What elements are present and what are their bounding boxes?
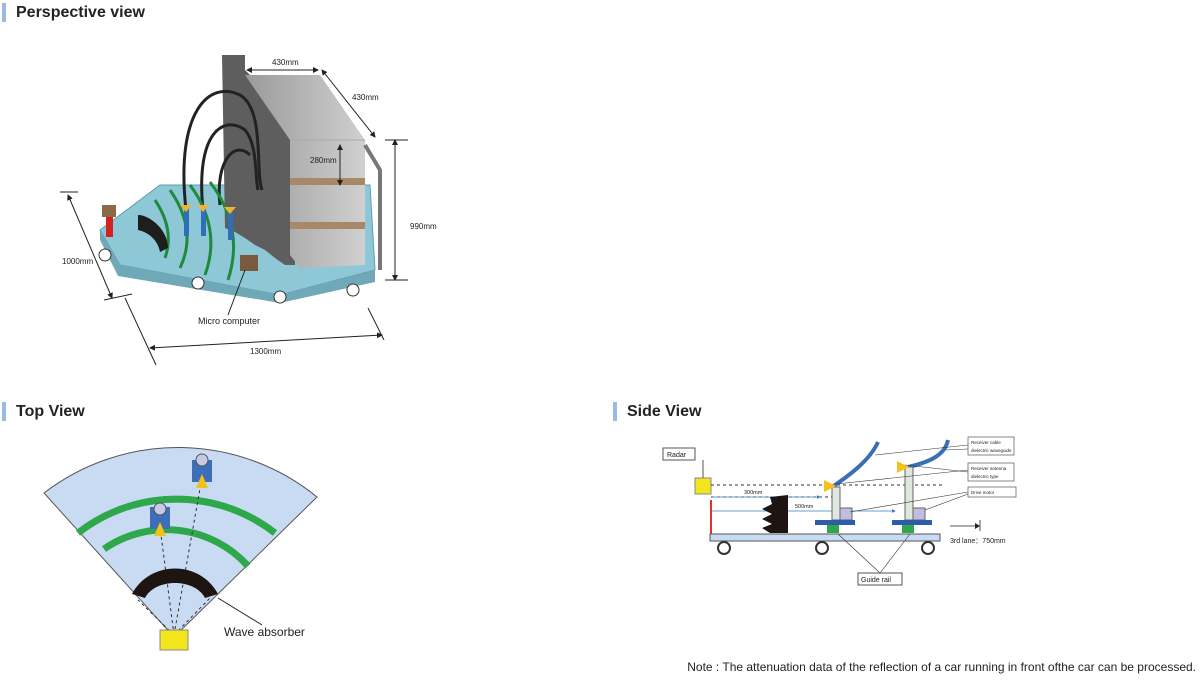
radar-pole (106, 215, 113, 237)
wheel (273, 290, 287, 304)
receiver-cable-label: Receiver cable (971, 440, 1001, 445)
receiver-cable (182, 89, 264, 211)
wave-absorber (762, 495, 788, 533)
box-band (290, 178, 365, 185)
wave-absorber-label: Wave absorber (224, 625, 305, 639)
dim-500: 500mm (795, 504, 814, 510)
receiver-post (831, 486, 841, 521)
wave-absorber (132, 568, 218, 598)
cart-base (709, 533, 941, 542)
dielectric-type-label: dielectric type (971, 474, 999, 479)
dim-430-side: 430mm (352, 93, 379, 102)
dim-430-top: 430mm (272, 58, 299, 67)
dim-990: 990mm (410, 222, 437, 231)
top-view-title: Top View (16, 402, 85, 420)
drive-motor-label: Drive motor (971, 490, 995, 495)
perspective-heading: Perspective view (2, 3, 145, 22)
receiver-cable (200, 123, 260, 211)
antenna (201, 206, 206, 236)
dim-300: 300mm (744, 490, 763, 496)
wheel (191, 276, 205, 290)
dielectric-waveguide-label: dielectric waveguide (971, 448, 1012, 453)
radar-label: Radar (667, 452, 687, 459)
footnote: Note : The attenuation data of the refle… (687, 660, 1196, 674)
radio-wave (188, 184, 213, 276)
cart-handle (363, 143, 382, 270)
dim-1000: 1000mm (62, 257, 93, 266)
side-view-heading: Side View (613, 402, 701, 421)
wave-arc (75, 495, 278, 536)
micro-computer-box (240, 255, 258, 271)
wave-arc (102, 526, 251, 569)
radio-wave (153, 199, 170, 259)
radar-unit (159, 629, 189, 651)
antenna (184, 206, 189, 236)
radar-fan (43, 447, 318, 638)
top-view-heading: Top View (2, 402, 85, 421)
wheel (98, 248, 112, 262)
wheel (921, 541, 935, 555)
heading-accent-bar (2, 402, 6, 421)
lane-label: 3rd lane：750mm (950, 538, 1006, 545)
receiver-cable (217, 148, 252, 206)
wheel (815, 541, 829, 555)
guide-rail-label: Guide rail (861, 577, 891, 584)
receiver-unit (192, 460, 212, 482)
radar-head (102, 205, 116, 217)
micro-computer-label: Micro computer (198, 316, 260, 326)
top-view-diagram: Wave absorber (43, 447, 318, 651)
drive-base (815, 520, 855, 525)
dim-280: 280mm (310, 156, 337, 165)
drive-base (892, 520, 932, 525)
dim-1300: 1300mm (250, 347, 281, 356)
side-view-title: Side View (627, 402, 702, 420)
wave-absorber (138, 215, 168, 252)
wheel (717, 541, 731, 555)
heading-accent-bar (613, 402, 617, 421)
antenna (228, 208, 233, 240)
receiver-post (904, 466, 914, 521)
side-view-diagram: Radar 300mm 500mm Receiver cable dielect… (662, 436, 1017, 586)
perspective-title: Perspective view (16, 3, 145, 21)
radar-unit (694, 477, 712, 495)
heading-accent-bar (2, 3, 6, 22)
receiver-antenna-label: Receiver antenna (971, 466, 1007, 471)
perspective-diagram: Micro computer 430mm 430mm 280mm 990mm 1… (60, 55, 437, 366)
wheel (346, 283, 360, 297)
box-band (290, 222, 365, 229)
